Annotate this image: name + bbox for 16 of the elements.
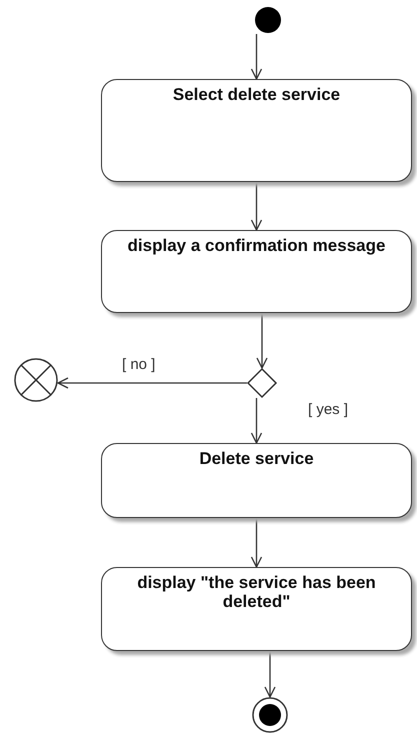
flow-final-node <box>14 358 58 402</box>
arrow <box>256 313 268 369</box>
arrow <box>57 377 247 389</box>
final-node <box>252 697 288 733</box>
arrow <box>250 34 262 80</box>
decision-diamond <box>247 368 277 398</box>
edge-label: [ no ] <box>120 356 158 373</box>
action-box: display "the service has been deleted" <box>101 567 412 651</box>
action-box: Select delete service <box>101 79 412 182</box>
arrow <box>250 182 262 231</box>
action-box: Delete service <box>101 443 412 518</box>
arrow <box>250 398 262 444</box>
action-box: display a confirmation message <box>101 230 412 313</box>
arrow <box>250 518 262 568</box>
initial-node <box>254 6 282 34</box>
arrow <box>264 651 276 698</box>
